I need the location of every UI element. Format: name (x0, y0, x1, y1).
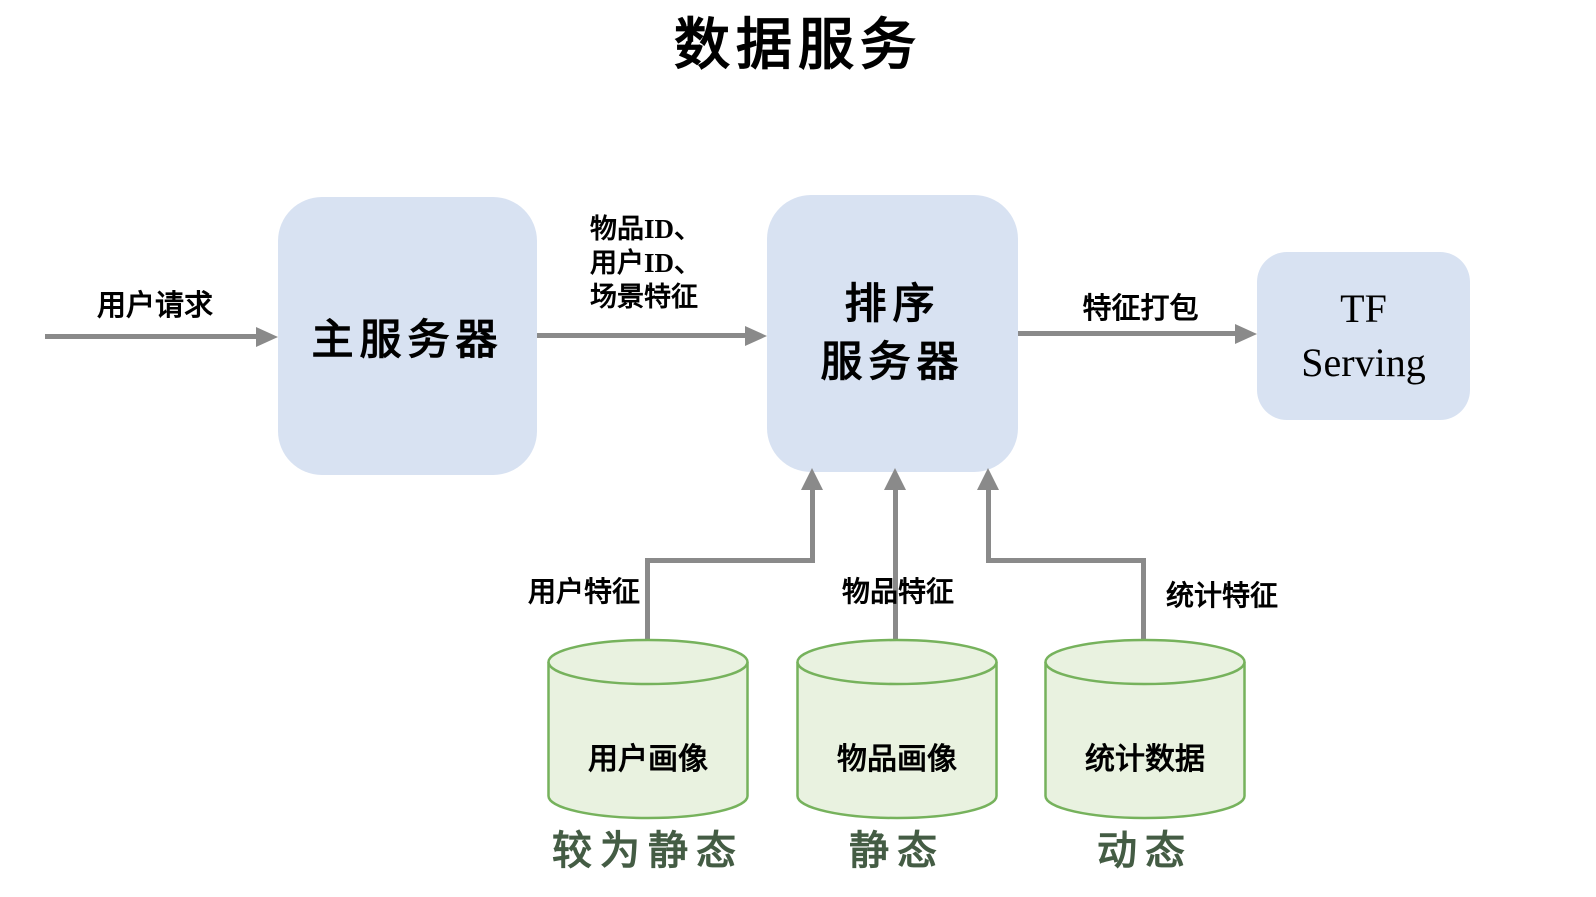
arrow-ids-head-icon (745, 326, 767, 346)
connector-item-features-head-icon (884, 468, 906, 490)
arrow-feature-packing-line (1018, 331, 1235, 336)
cylinder-icon (796, 638, 998, 820)
edge-label-ids-line1: 物品ID、 (590, 214, 702, 244)
connector-user-features-head-icon (801, 468, 823, 490)
connector-user-features-riser (810, 490, 815, 560)
node-tf-serving: TF Serving (1257, 252, 1470, 420)
edge-label-item-features: 物品特征 (841, 577, 954, 608)
cylinder-icon (547, 638, 749, 820)
db-user-profile-caption: 较为静态 (552, 828, 744, 873)
db-statistics: 统计数据 (1043, 638, 1247, 822)
node-tf-serving-label-line2: Serving (1301, 340, 1426, 385)
arrow-ids-line (537, 333, 745, 338)
db-item-profile-label: 物品画像 (837, 743, 957, 776)
node-main-server: 主服务器 (278, 197, 537, 475)
db-item-profile: 物品画像 (795, 638, 999, 822)
node-ranking-server-label-line1: 排序 (844, 281, 941, 328)
arrow-feature-packing-head-icon (1235, 324, 1257, 344)
connector-stat-features-stem (1141, 558, 1146, 642)
node-ranking-server-label-line2: 服务器 (820, 339, 965, 386)
connector-user-features-elbow (645, 558, 815, 563)
connector-stat-features-head-icon (977, 468, 999, 490)
diagram-title: 数据服务 (674, 15, 922, 77)
db-user-profile-label: 用户画像 (588, 743, 708, 776)
arrow-user-request-line (45, 334, 258, 339)
edge-label-feature-packing: 特征打包 (1082, 293, 1199, 325)
edge-label-user-request: 用户请求 (96, 290, 213, 322)
edge-label-ids-line2: 用户ID、 (590, 248, 702, 278)
connector-stat-features-elbow (986, 558, 1146, 563)
edge-label-ids-features: 物品ID、 用户ID、 场景特征 (590, 212, 701, 314)
node-main-server-label: 主服务器 (311, 317, 504, 364)
connector-user-features-stem (645, 558, 650, 642)
connector-stat-features-riser (986, 490, 991, 560)
cylinder-icon (1044, 638, 1246, 820)
connector-item-features-riser (893, 490, 898, 640)
db-statistics-label: 统计数据 (1085, 743, 1205, 776)
node-ranking-server: 排序 服务器 (767, 195, 1018, 472)
db-statistics-caption: 动态 (1097, 828, 1193, 873)
db-user-profile: 用户画像 (546, 638, 750, 822)
edge-label-stat-features: 统计特征 (1165, 581, 1278, 612)
edge-label-ids-line3: 场景特征 (590, 282, 698, 312)
edge-label-user-features: 用户特征 (527, 577, 640, 608)
node-tf-serving-label-line1: TF (1340, 286, 1387, 331)
db-item-profile-caption: 静态 (849, 828, 945, 873)
arrow-user-request-head-icon (256, 327, 278, 347)
